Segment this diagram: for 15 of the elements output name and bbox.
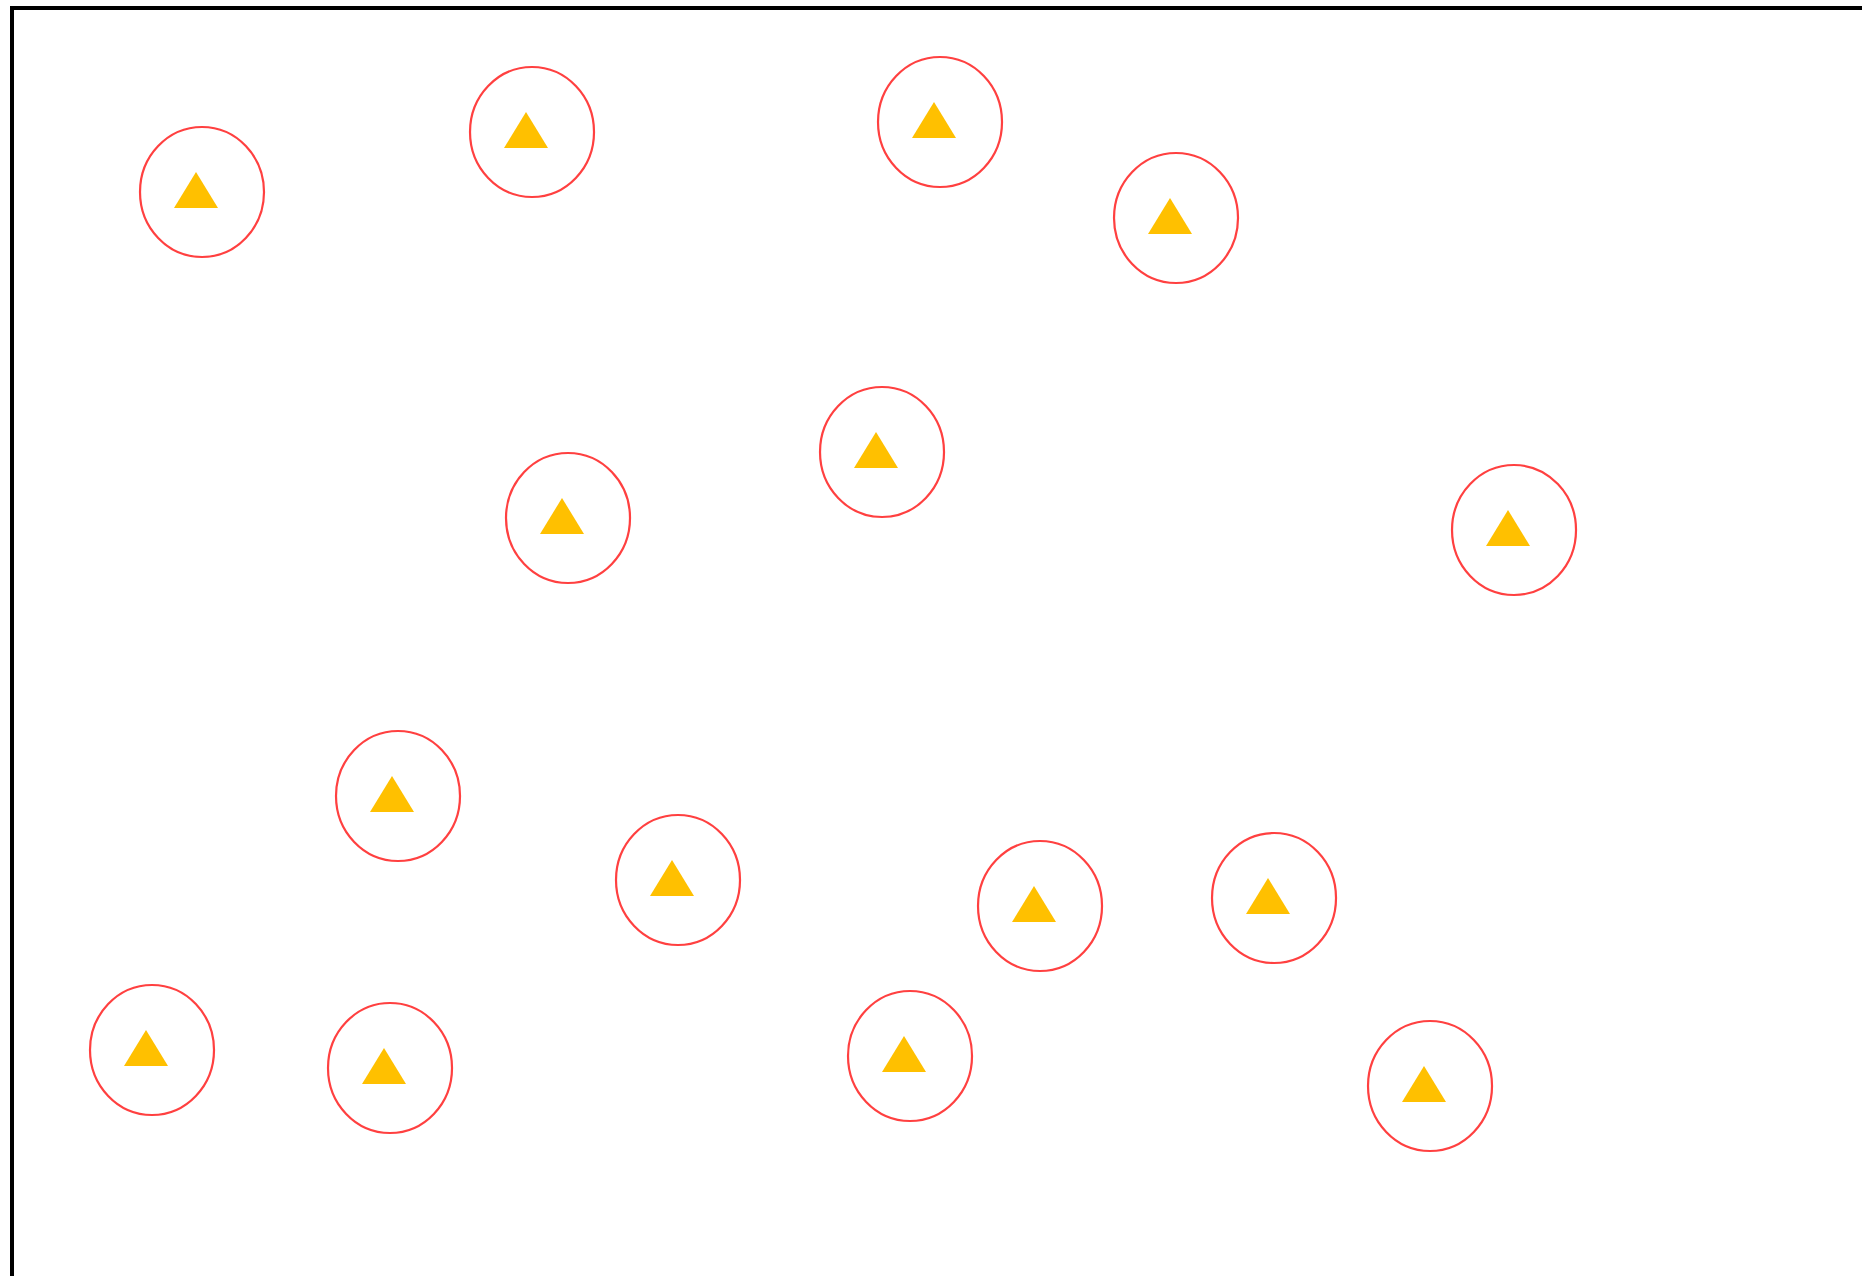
ring-with-triangle [138, 125, 266, 259]
ring-with-triangle [326, 1001, 454, 1135]
ring-with-triangle [1366, 1019, 1494, 1153]
ring-with-triangle [976, 839, 1104, 973]
ring-with-triangle [1112, 151, 1240, 285]
ring-with-triangle [1210, 831, 1338, 965]
ring-with-triangle [88, 983, 216, 1117]
ring-with-triangle [876, 55, 1004, 189]
ring-with-triangle [1450, 463, 1578, 597]
ring-with-triangle [818, 385, 946, 519]
ring-with-triangle [846, 989, 974, 1123]
ring-with-triangle [614, 813, 742, 947]
ring-with-triangle [504, 451, 632, 585]
ring-with-triangle [468, 65, 596, 199]
ring-with-triangle [334, 729, 462, 863]
